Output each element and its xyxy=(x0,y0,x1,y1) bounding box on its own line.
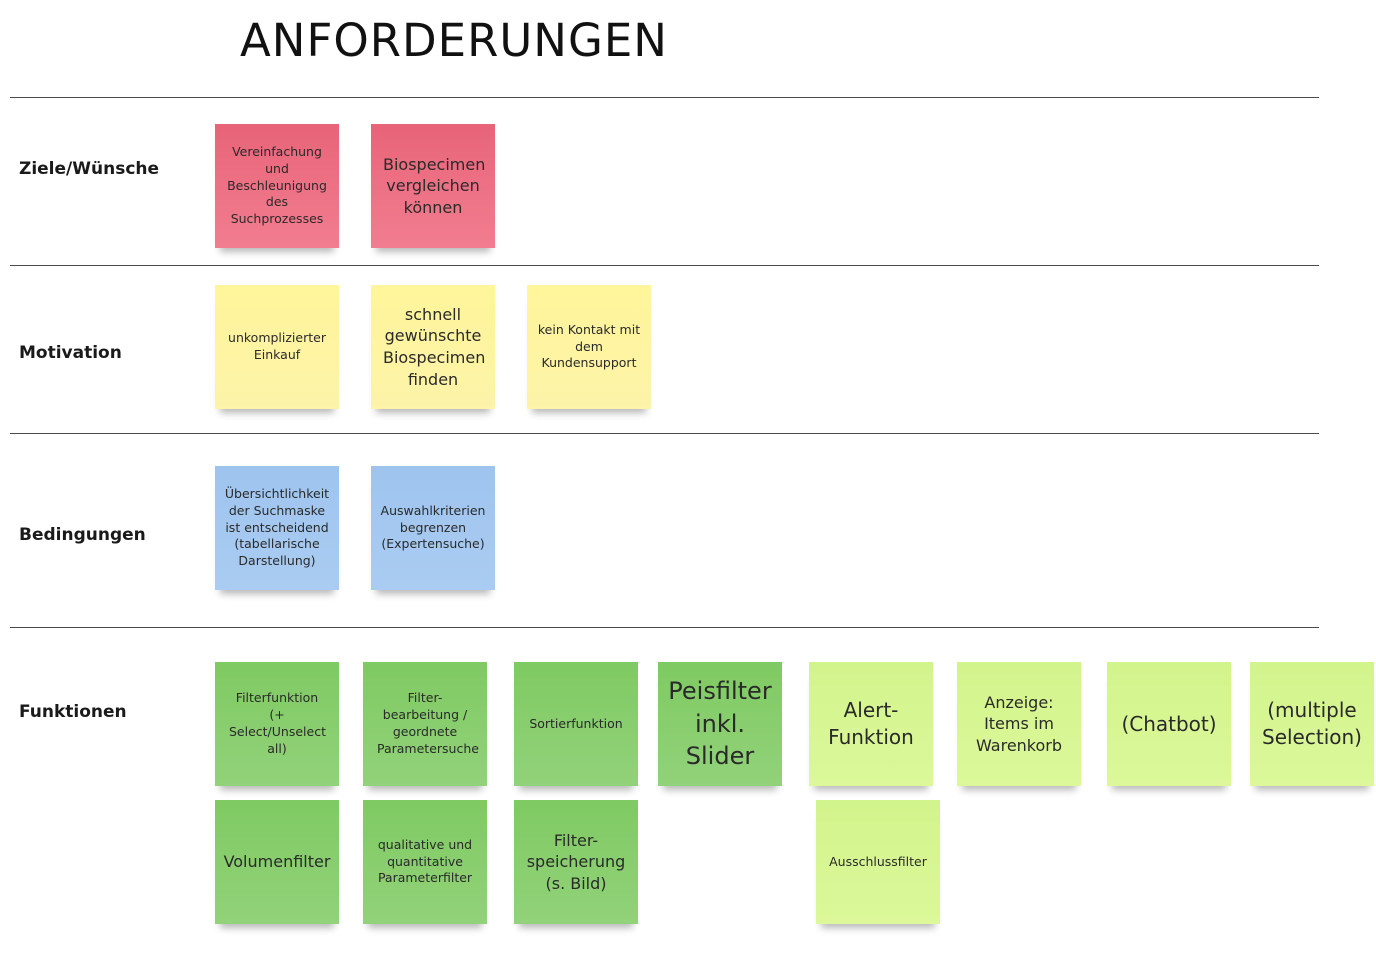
sticky-note-text: Übersichtlichkeit der Suchmaske ist ents… xyxy=(224,485,330,569)
sticky-note[interactable]: Filterfunktion (+ Select/Unselect all) xyxy=(215,662,339,786)
row-divider xyxy=(10,265,1319,266)
sticky-note[interactable]: Filter-bearbeitung / geordnete Parameter… xyxy=(363,662,487,786)
row-label-ziele: Ziele/Wünsche xyxy=(19,159,160,179)
sticky-note-text: unkomplizierter Einkauf xyxy=(228,330,326,362)
board-title: ANFORDERUNGEN xyxy=(240,14,668,67)
row-label-motivation: Motivation xyxy=(19,343,122,363)
sticky-note[interactable]: kein Kontakt mit dem Kundensupport xyxy=(527,285,651,409)
sticky-note[interactable]: (multiple Selection) xyxy=(1250,662,1374,786)
sticky-note-text: Filterfunktion (+ Select/Unselect all) xyxy=(229,690,326,756)
sticky-note[interactable]: (Chatbot) xyxy=(1107,662,1231,786)
row-divider xyxy=(10,433,1319,434)
sticky-note-text: Peisfilter inkl. Slider xyxy=(668,677,772,771)
row-divider xyxy=(10,97,1319,98)
sticky-note-text: schnell gewünschte Biospecimen finden xyxy=(383,304,486,389)
sticky-note[interactable]: Anzeige: Items im Warenkorb xyxy=(957,662,1081,786)
sticky-note-text: qualitative und quantitative Parameterfi… xyxy=(377,836,473,886)
sticky-note-text: Volumenfilter xyxy=(223,852,331,872)
sticky-note-text: Ausschlussfilter xyxy=(829,853,927,869)
sticky-note-text: Biospecimen vergleichen können xyxy=(383,154,486,217)
sticky-note[interactable]: Sortierfunktion xyxy=(514,662,638,786)
sticky-note[interactable]: Ausschlussfilter xyxy=(816,800,940,924)
sticky-note-text: Filter-speicherung (s. Bild) xyxy=(526,830,626,893)
row-divider xyxy=(10,627,1319,628)
sticky-note-text: Vereinfachung und Beschleunigung des Suc… xyxy=(227,143,327,227)
sticky-note-text: Alert-Funktion xyxy=(828,698,914,749)
sticky-note[interactable]: Auswahlkriterien begrenzen (Expertensuch… xyxy=(371,466,495,590)
sticky-note-text: (Chatbot) xyxy=(1121,711,1217,736)
sticky-note-text: (multiple Selection) xyxy=(1262,698,1362,749)
sticky-note-text: kein Kontakt mit dem Kundensupport xyxy=(537,321,641,371)
row-label-funktionen: Funktionen xyxy=(19,702,127,722)
sticky-note[interactable]: qualitative und quantitative Parameterfi… xyxy=(363,800,487,924)
sticky-note[interactable]: Übersichtlichkeit der Suchmaske ist ents… xyxy=(215,466,339,590)
sticky-note[interactable]: Alert-Funktion xyxy=(809,662,933,786)
sticky-note[interactable]: Vereinfachung und Beschleunigung des Suc… xyxy=(215,124,339,248)
sticky-note[interactable]: unkomplizierter Einkauf xyxy=(215,285,339,409)
sticky-note-text: Auswahlkriterien begrenzen (Expertensuch… xyxy=(380,502,486,552)
sticky-note[interactable]: Biospecimen vergleichen können xyxy=(371,124,495,248)
sticky-note[interactable]: schnell gewünschte Biospecimen finden xyxy=(371,285,495,409)
row-label-bedingungen: Bedingungen xyxy=(19,525,146,545)
sticky-note[interactable]: Filter-speicherung (s. Bild) xyxy=(514,800,638,924)
sticky-note-text: Sortierfunktion xyxy=(529,715,623,731)
sticky-note-text: Filter-bearbeitung / geordnete Parameter… xyxy=(377,690,479,756)
sticky-note-text: Anzeige: Items im Warenkorb xyxy=(975,692,1063,755)
sticky-note[interactable]: Peisfilter inkl. Slider xyxy=(658,662,782,786)
sticky-note[interactable]: Volumenfilter xyxy=(215,800,339,924)
